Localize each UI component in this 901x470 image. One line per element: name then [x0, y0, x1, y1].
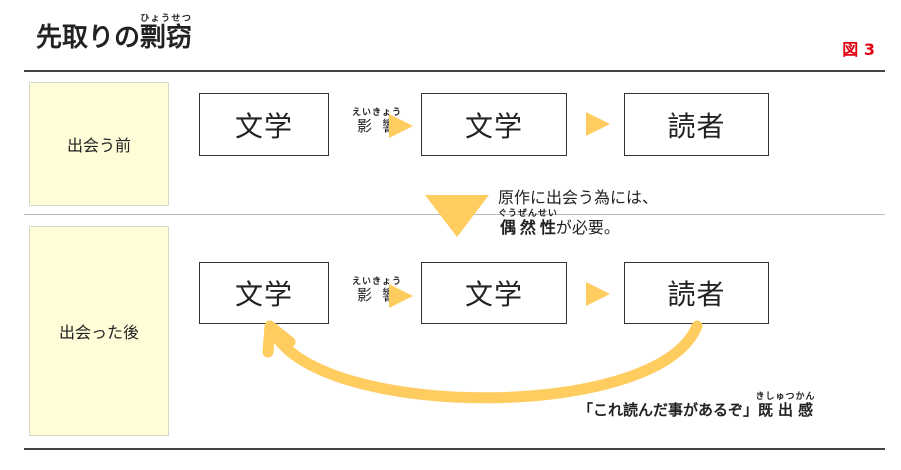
after-literature-derived-box: 文学 [421, 262, 567, 324]
before-literature-derived-box: 文学 [421, 93, 567, 156]
page-title: 先取りの剽窃ひょうせつ [36, 14, 193, 53]
after-arrow-right-icon-2 [586, 282, 610, 306]
note-line-1: 原作に出会う為には、 [498, 188, 659, 207]
transition-note: 原作に出会う為には、 偶然性ぐうぜんせいが必要。 [498, 186, 658, 239]
before-arrow-right-icon-1 [389, 114, 413, 138]
before-arrow-right-icon-2 [586, 112, 610, 136]
stage-before-label: 出会う前 [29, 82, 169, 206]
after-literature-source-box: 文学 [199, 262, 329, 324]
bottom-rule [24, 448, 885, 450]
figure-label: 図 3 [842, 40, 875, 59]
top-rule [24, 70, 885, 72]
stage-after-label: 出会った後 [29, 226, 169, 436]
note-line-2: 偶然性ぐうぜんせいが必要。 [498, 209, 620, 238]
before-reader-box: 読者 [624, 93, 769, 156]
before-literature-source-box: 文学 [199, 93, 329, 156]
dejavu-label: 「これ読んだ事があるぞ」既出感きしゅつかん [578, 392, 816, 419]
return-arrowhead-icon [262, 320, 296, 358]
after-arrow-right-icon-1 [389, 284, 413, 308]
arrow-down-icon [425, 195, 489, 237]
after-reader-box: 読者 [624, 262, 769, 324]
return-arrow-path [270, 320, 703, 404]
